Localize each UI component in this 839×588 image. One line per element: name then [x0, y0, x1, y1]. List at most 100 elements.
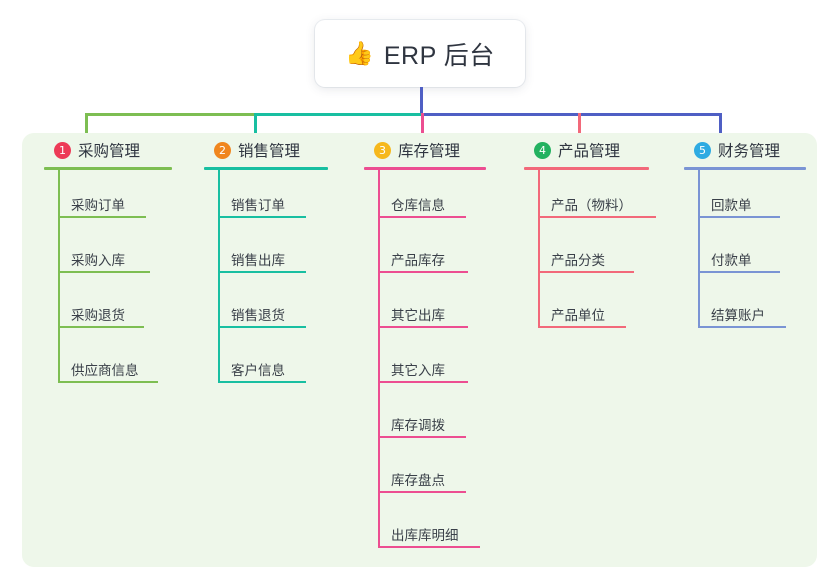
branch-header-rule: [44, 167, 172, 170]
thumbs-up-icon: 👍: [345, 40, 374, 66]
branch-item-label: 供应商信息: [71, 363, 139, 378]
branch-item-rule: [538, 271, 634, 273]
branch-item-label: 仓库信息: [391, 198, 445, 213]
branch-item-rule: [218, 381, 306, 383]
branch-item-label: 其它出库: [391, 308, 445, 323]
branch-item[interactable]: 产品单位: [516, 280, 676, 335]
branch-spine: [698, 170, 700, 328]
bus-segment-green: [85, 113, 254, 116]
branch-item[interactable]: 销售退货: [196, 280, 356, 335]
branch-item-rule: [378, 436, 466, 438]
branch-column-1: 1 采购管理采购订单采购入库采购退货供应商信息: [36, 133, 196, 390]
mindmap-panel: 1 采购管理采购订单采购入库采购退货供应商信息 2 销售管理销售订单销售出库销售退货…: [22, 133, 817, 567]
branch-number-badge: 3: [374, 141, 391, 159]
branch-item[interactable]: 回款单: [676, 170, 826, 225]
branch-item-label: 其它入库: [391, 363, 445, 378]
branch-item-rule: [218, 216, 306, 218]
branch-item[interactable]: 采购订单: [36, 170, 196, 225]
branch-item[interactable]: 其它入库: [356, 335, 516, 390]
branch-header-1[interactable]: 1 采购管理: [36, 133, 196, 167]
branch-item[interactable]: 产品库存: [356, 225, 516, 280]
branch-item-rule: [58, 271, 150, 273]
branch-header-rule: [524, 167, 649, 170]
branch-item[interactable]: 采购入库: [36, 225, 196, 280]
branch-item[interactable]: 库存调拨: [356, 390, 516, 445]
branch-item[interactable]: 出库库明细: [356, 500, 516, 555]
branch-header-2[interactable]: 2 销售管理: [196, 133, 356, 167]
branch-item-rule: [58, 381, 158, 383]
branch-item-rule: [378, 491, 466, 493]
branch-item-rule: [538, 216, 656, 218]
branch-items-list: 采购订单采购入库采购退货供应商信息: [36, 170, 196, 390]
branch-item[interactable]: 结算账户: [676, 280, 826, 335]
branch-item[interactable]: 产品分类: [516, 225, 676, 280]
branch-column-3: 3 库存管理仓库信息产品库存其它出库其它入库库存调拨库存盘点出库库明细: [356, 133, 516, 555]
branch-title: 库存管理: [398, 143, 461, 160]
branch-number-badge: 2: [214, 141, 231, 159]
branch-item-rule: [378, 546, 480, 548]
branch-items-list: 仓库信息产品库存其它出库其它入库库存调拨库存盘点出库库明细: [356, 170, 516, 555]
branch-item-label: 结算账户: [711, 308, 765, 323]
branch-item-rule: [218, 271, 306, 273]
branch-item[interactable]: 库存盘点: [356, 445, 516, 500]
branch-item[interactable]: 仓库信息: [356, 170, 516, 225]
bus-segment-teal: [254, 113, 421, 116]
branch-spine: [378, 170, 380, 548]
branch-item-rule: [378, 216, 466, 218]
branch-item[interactable]: 付款单: [676, 225, 826, 280]
branch-item-rule: [58, 326, 144, 328]
root-stem-connector: [420, 87, 423, 115]
branch-number-badge: 1: [54, 141, 71, 159]
branch-item[interactable]: 其它出库: [356, 280, 516, 335]
branch-items-list: 回款单付款单结算账户: [676, 170, 826, 335]
branch-spine: [58, 170, 60, 383]
branch-item-label: 客户信息: [231, 363, 285, 378]
drop-connector-3: [421, 113, 424, 141]
branch-header-rule: [204, 167, 328, 170]
branch-item-rule: [378, 381, 468, 383]
branch-item-label: 付款单: [711, 253, 752, 268]
branch-item-label: 产品单位: [551, 308, 605, 323]
branch-item-rule: [378, 326, 468, 328]
root-node[interactable]: 👍 ERP 后台: [315, 20, 525, 87]
branch-spine: [218, 170, 220, 383]
branch-item-label: 采购退货: [71, 308, 125, 323]
branch-item[interactable]: 供应商信息: [36, 335, 196, 390]
drop-connector-2: [254, 113, 257, 141]
branch-item-rule: [538, 326, 626, 328]
branch-title: 财务管理: [718, 143, 781, 160]
drop-connector-5: [719, 113, 722, 141]
branch-item-label: 库存盘点: [391, 473, 445, 488]
drop-connector-4: [578, 113, 581, 141]
branch-spine: [538, 170, 540, 328]
branch-items-list: 产品（物料） 产品分类产品单位: [516, 170, 676, 335]
branch-item-label: 采购入库: [71, 253, 125, 268]
branch-item-label: 产品分类: [551, 253, 605, 268]
bus-segment-blue: [421, 113, 722, 116]
branch-item[interactable]: 销售出库: [196, 225, 356, 280]
branch-item-rule: [218, 326, 306, 328]
branch-item[interactable]: 产品（物料）: [516, 170, 676, 225]
branch-header-rule: [684, 167, 806, 170]
branch-item-rule: [698, 326, 786, 328]
branch-item-label: 销售订单: [231, 198, 285, 213]
branch-item[interactable]: 销售订单: [196, 170, 356, 225]
branch-number-badge: 4: [534, 141, 551, 159]
branch-item[interactable]: 客户信息: [196, 335, 356, 390]
branch-title: 销售管理: [238, 143, 301, 160]
branch-item-label: 销售出库: [231, 253, 285, 268]
branch-item[interactable]: 采购退货: [36, 280, 196, 335]
branch-header-rule: [364, 167, 486, 170]
branch-items-list: 销售订单销售出库销售退货客户信息: [196, 170, 356, 390]
branch-column-2: 2 销售管理销售订单销售出库销售退货客户信息: [196, 133, 356, 390]
branch-item-label: 销售退货: [231, 308, 285, 323]
branch-item-rule: [58, 216, 146, 218]
drop-connector-1: [85, 113, 88, 141]
branch-item-rule: [698, 216, 780, 218]
branch-item-label: 产品库存: [391, 253, 445, 268]
branch-title: 采购管理: [78, 143, 141, 160]
branch-header-3[interactable]: 3 库存管理: [356, 133, 516, 167]
